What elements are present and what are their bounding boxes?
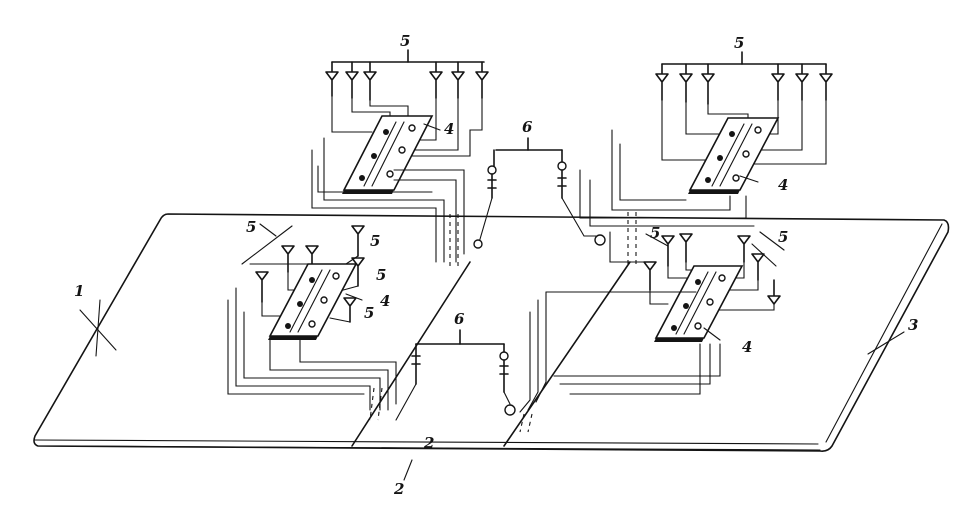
label-1: 1 <box>74 282 84 300</box>
module-upper-right <box>579 51 833 264</box>
plate-upper-left <box>342 115 434 194</box>
label-6-lower: 6 <box>454 310 465 328</box>
module-lower-left <box>227 223 516 421</box>
label-5-top-left: 5 <box>400 32 410 50</box>
label-4-lower-right: 4 <box>742 338 752 356</box>
labels: 1 2 2 3 4 4 4 4 5 5 5 5 5 5 5 5 6 6 <box>74 32 918 498</box>
label-5-lower-right-b: 5 <box>778 228 788 246</box>
plate-lower-right <box>654 265 744 342</box>
label-5-lower-left-c: 5 <box>376 266 386 284</box>
bulb-row-upper-right <box>655 63 833 105</box>
base-board <box>33 213 950 452</box>
label-4-upper-right: 4 <box>778 176 788 194</box>
label-4-upper-left: 4 <box>444 120 454 138</box>
plate-lower-left <box>268 263 358 340</box>
label-2a: 2 <box>423 434 434 452</box>
bulb-row-upper-left <box>325 61 489 101</box>
label-5-top-right: 5 <box>734 34 744 52</box>
label-4-lower-left: 4 <box>380 292 390 310</box>
plate-upper-right <box>688 117 780 194</box>
bulb-row-lower-right <box>643 233 781 305</box>
label-5-lower-left-d: 5 <box>364 304 374 322</box>
label-5-lower-right-a: 5 <box>650 224 660 242</box>
module-lower-right <box>519 231 785 433</box>
label-6-upper: 6 <box>522 118 533 136</box>
module-upper-left <box>311 49 606 268</box>
label-3: 3 <box>908 316 918 334</box>
label-5-lower-left-a: 5 <box>246 218 256 236</box>
bulb-row-lower-left <box>255 225 365 323</box>
label-5-lower-left-b: 5 <box>370 232 380 250</box>
label-2b: 2 <box>393 480 404 498</box>
cross-wires <box>351 261 631 447</box>
